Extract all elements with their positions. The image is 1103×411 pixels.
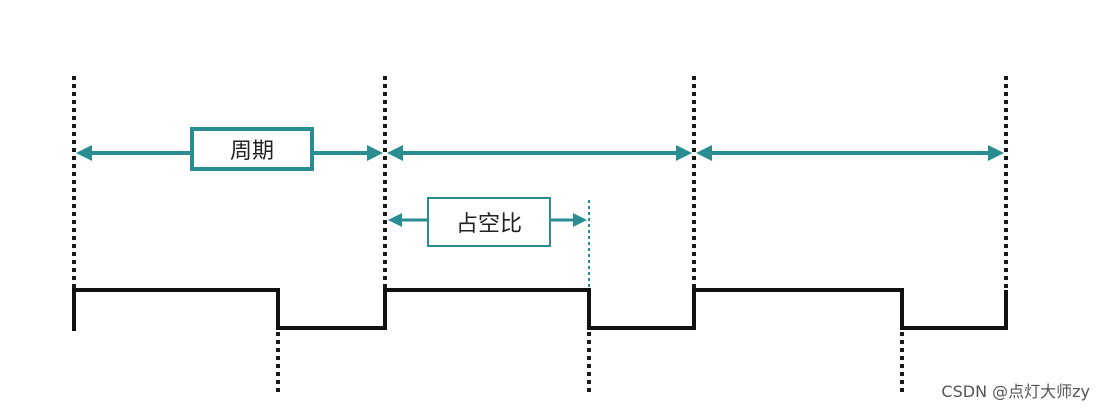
period-label-text: 周期 (230, 139, 274, 164)
watermark-text: CSDN @点灯大师zy (941, 382, 1090, 401)
period-label: 周期 (190, 127, 314, 171)
period-arrow-2 (387, 145, 692, 161)
period-label-box (190, 127, 314, 171)
period-arrow-3 (696, 145, 1004, 161)
duty-cycle-label-text: 占空比 (456, 212, 522, 237)
duty-cycle-label-box (427, 197, 551, 247)
pwm-square-wave (72, 288, 1008, 331)
duty-cycle-label: 占空比 (427, 197, 551, 247)
